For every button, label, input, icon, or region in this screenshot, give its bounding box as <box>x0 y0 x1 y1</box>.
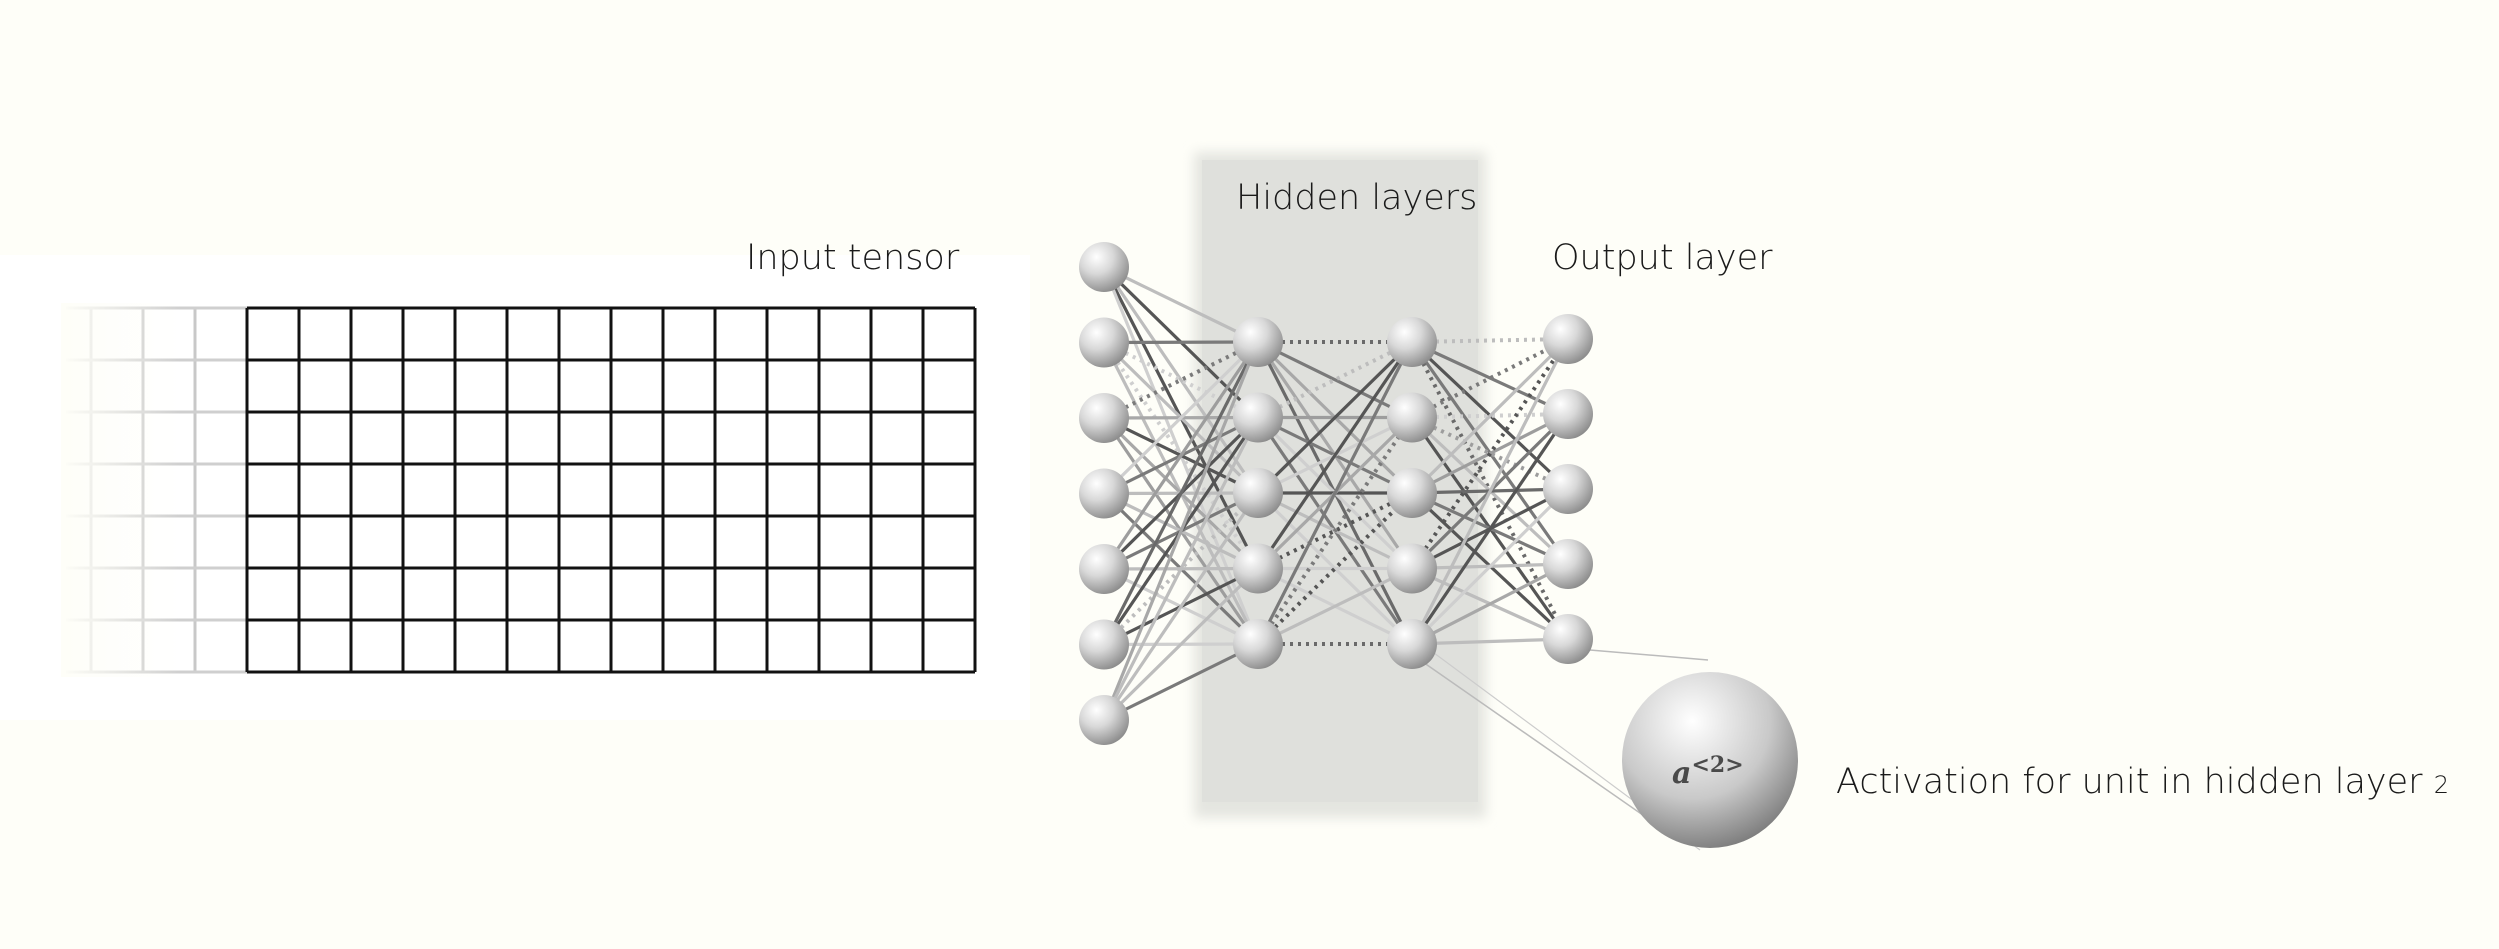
hidden-layer-2-node <box>1387 543 1437 594</box>
connection-line <box>1410 337 1570 570</box>
connection-line <box>1410 487 1570 646</box>
connection-line <box>1411 337 1569 344</box>
connection-line <box>1410 338 1570 645</box>
hidden-layers-label: Hidden layers <box>1236 178 1478 218</box>
hidden-layer-1-node <box>1233 392 1283 443</box>
hidden-layer-2-node <box>1387 392 1437 443</box>
connection-line <box>1256 341 1414 570</box>
network-nodes <box>1079 242 1593 745</box>
unit-symbol-superscript: <2> <box>1691 752 1744 778</box>
connection-line <box>1411 340 1569 416</box>
connection-line <box>1102 341 1260 721</box>
activation-unit-symbol: a<2> <box>1672 752 1744 791</box>
connection-line <box>1102 567 1260 722</box>
connection-line <box>1410 413 1570 645</box>
input-tensor-label: Input tensor <box>746 238 960 278</box>
hidden-layer-1-node <box>1233 543 1283 594</box>
activation-label-layer-number: 2 <box>2433 771 2449 799</box>
unit-symbol-base: a <box>1672 756 1692 791</box>
connection-line <box>1411 412 1569 420</box>
hidden-layer-1-node <box>1233 468 1283 518</box>
input-node <box>1079 468 1129 519</box>
input-node <box>1079 619 1129 670</box>
connection-line <box>1411 637 1569 646</box>
input-node <box>1079 242 1129 292</box>
output-layer-label: Output layer <box>1552 238 1773 278</box>
connection-line <box>1257 340 1413 419</box>
output-node <box>1543 539 1593 589</box>
callout-line-left <box>1419 659 1651 821</box>
input-node <box>1079 695 1129 745</box>
connection-line <box>1102 416 1260 721</box>
connection-line <box>1102 341 1260 570</box>
input-node <box>1079 317 1129 368</box>
connection-line <box>1257 567 1413 646</box>
connection-line <box>1411 562 1569 646</box>
output-node <box>1543 389 1593 439</box>
hidden-layer-1-node <box>1233 317 1283 367</box>
activation-unit-sphere <box>1622 672 1798 848</box>
input-tensor-grid <box>61 303 977 677</box>
hidden-layer-2-node <box>1387 468 1437 518</box>
connection-line <box>1103 265 1259 344</box>
output-node <box>1543 614 1593 664</box>
connection-line <box>1411 337 1569 420</box>
connection-line <box>1256 340 1414 495</box>
activation-label: Activation for unit in hidden layer 2 <box>1836 762 2449 802</box>
activation-label-text: Activation for unit in hidden layer <box>1836 762 2423 802</box>
connection-line <box>1256 341 1414 645</box>
callout-line-top <box>1577 648 1709 661</box>
connection-line <box>1102 492 1260 721</box>
connection-line <box>1410 337 1570 495</box>
output-node <box>1543 464 1593 514</box>
connection-line <box>1102 340 1260 495</box>
input-node <box>1079 393 1129 443</box>
hidden-layer-2-node <box>1387 619 1437 669</box>
hidden-layer-1-node <box>1233 619 1283 669</box>
output-node <box>1543 314 1593 364</box>
grid-fade-overlay <box>61 303 181 677</box>
connection-line <box>1256 416 1414 646</box>
hidden-layer-2-node <box>1387 317 1437 367</box>
network-connections <box>1102 265 1570 722</box>
connection-line <box>1103 340 1259 345</box>
connection-line <box>1102 341 1260 646</box>
connection-line <box>1103 642 1259 722</box>
input-node <box>1079 544 1129 594</box>
